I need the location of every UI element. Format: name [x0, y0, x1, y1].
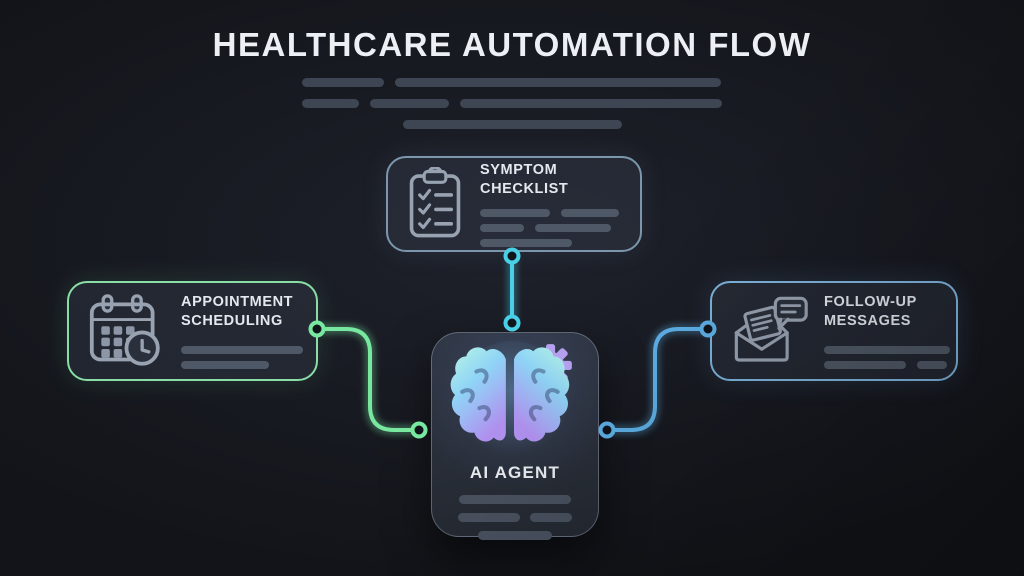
ai-agent-card: AI AGENT [431, 332, 599, 540]
brain-gear-icon [449, 341, 581, 461]
connector-symptom-to-agent [503, 247, 521, 332]
appointment-scheduling-label: APPOINTMENT SCHEDULING [181, 293, 294, 329]
connector-followup-to-agent [598, 320, 717, 439]
envelope-message-icon [730, 294, 808, 368]
follow-up-messages-label: FOLLOW-UP MESSAGES [824, 293, 917, 329]
ai-agent-label: AI AGENT [469, 463, 561, 482]
clipboard-checklist-icon [406, 167, 464, 241]
placeholder-bars [824, 361, 950, 370]
follow-up-messages-card: FOLLOW-UP MESSAGES [710, 281, 958, 381]
symptom-checklist-label: SYMPTOM CHECKLIST [480, 161, 569, 197]
placeholder-bars [480, 209, 622, 218]
placeholder-bars [480, 224, 622, 233]
symptom-checklist-card: SYMPTOM CHECKLIST [386, 156, 642, 252]
placeholder-bars [432, 495, 598, 540]
appointment-scheduling-card: APPOINTMENT SCHEDULING [67, 281, 318, 381]
subtitle-placeholder-text [302, 78, 723, 129]
page-title: HEALTHCARE AUTOMATION FLOW [212, 26, 812, 63]
placeholder-bar [181, 361, 269, 370]
placeholder-bars [480, 239, 622, 248]
calendar-clock-icon [87, 293, 165, 369]
placeholder-bar [824, 346, 950, 355]
placeholder-bar [181, 346, 303, 355]
connector-appointment-to-agent [308, 320, 428, 439]
